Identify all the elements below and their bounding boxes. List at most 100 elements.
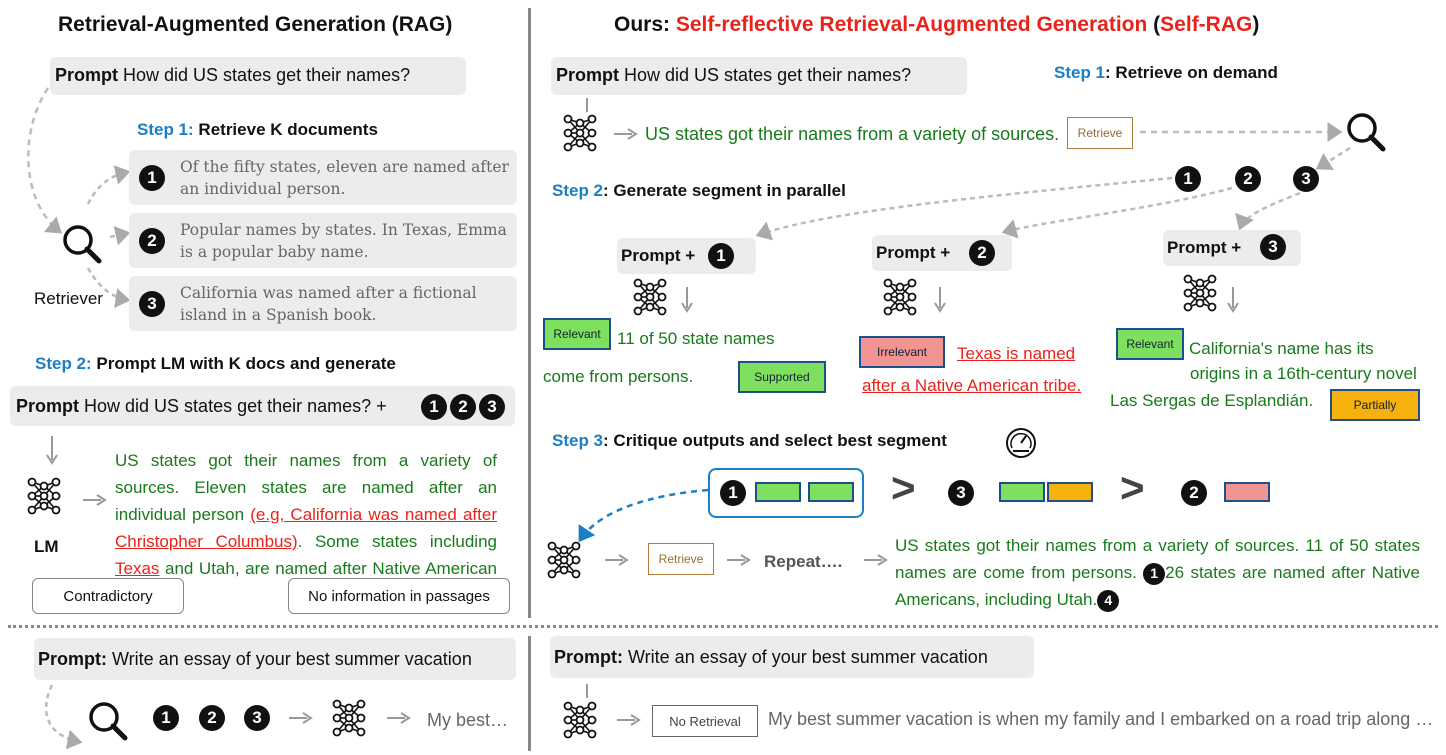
prompt-text: Write an essay of your best summer vacat… [112, 649, 472, 669]
search-icon [1349, 115, 1383, 149]
step2-label: Step 2: [35, 354, 92, 373]
prompt-box: Prompt How did US states get their names… [50, 57, 466, 95]
contradictory-callout: Contradictory [32, 578, 184, 614]
doc-number: 2 [139, 228, 165, 254]
step1-heading: Step 1: Retrieve K documents [137, 120, 378, 140]
retriever-label: Retriever [34, 289, 103, 308]
step1-label: Step 1: [137, 120, 194, 139]
doc-number: 2 [1235, 166, 1261, 192]
vertical-divider-bottom [528, 636, 531, 751]
doc-number: 1 [1143, 562, 1166, 585]
segment-text: Texas is named [957, 344, 1076, 363]
no-info-callout: No information in passages [288, 578, 510, 614]
prompt-text: How did US states get their names? [123, 65, 411, 85]
segment-text: after a Native American tribe. [862, 376, 1082, 395]
segment-text: Las Sergas de Esplandián. [1110, 391, 1314, 410]
contradictory-text: (e.g, California was named after Christo… [115, 505, 497, 551]
prompt-plus-box: Prompt + 3 [1163, 230, 1301, 266]
neural-network-icon [883, 278, 917, 316]
repeat-label: Repeat…. [764, 552, 843, 571]
doc-card: 3 California was named after a fictional… [129, 276, 517, 331]
search-icon [65, 227, 99, 261]
step1-text: : Retrieve on demand [1105, 63, 1278, 82]
supported-chip [808, 482, 854, 502]
final-text: US states got their names from a variety… [895, 536, 1420, 582]
doc-number: 1 [139, 165, 165, 191]
unsupported-text: Texas [115, 559, 160, 578]
doc-text: Of the fifty states, eleven are named af… [180, 158, 509, 198]
retrieve-token: Retrieve [1067, 117, 1133, 149]
relevant-token: Relevant [1116, 328, 1184, 360]
doc-number: 3 [479, 394, 505, 420]
output-text: US states got their names from a variety… [115, 451, 497, 524]
title-paren: ) [1252, 13, 1260, 36]
greater-than: > [891, 464, 916, 511]
selfrag-title: Ours: Self-reflective Retrieval-Augmente… [614, 13, 1259, 37]
prompt-plus-box: Prompt + 2 [872, 235, 1012, 271]
doc-number: 2 [450, 394, 476, 420]
best-segment-box: 1 [708, 468, 864, 518]
step1-heading: Step 1: Retrieve on demand [1054, 63, 1278, 83]
neural-network-icon [1183, 274, 1217, 312]
doc-text: California was named after a fictional i… [180, 284, 477, 324]
segment-text: come from persons. [543, 367, 694, 386]
vertical-divider [528, 8, 531, 618]
step2-heading: Step 2: Prompt LM with K docs and genera… [35, 354, 396, 374]
rag-title: Retrieval-Augmented Generation (RAG) [58, 13, 453, 36]
dashed-arrow [27, 87, 62, 234]
doc-card: 1 Of the fifty states, eleven are named … [129, 150, 517, 205]
lm-label: LM [34, 537, 59, 556]
title-paren: ( [1153, 13, 1161, 36]
final-output: US states got their names from a variety… [895, 532, 1420, 613]
retrieve-token: Retrieve [648, 543, 714, 575]
step3-text: : Critique outputs and select best segme… [603, 431, 947, 450]
prompt-label: Prompt [556, 65, 619, 85]
horizontal-divider [8, 625, 1438, 628]
step2-text: Prompt LM with K docs and generate [96, 354, 396, 373]
step2-heading: Step 2: Generate segment in parallel [552, 181, 846, 201]
title-main: Self-reflective Retrieval-Augmented Gene… [675, 13, 1148, 36]
doc-number: 2 [969, 240, 995, 266]
greater-than: > [1120, 464, 1145, 511]
doc-number: 3 [244, 705, 270, 731]
doc-number: 3 [139, 291, 165, 317]
relevant-token: Relevant [543, 318, 611, 350]
segment-text: 11 of 50 state names [617, 329, 775, 348]
first-output: US states got their names from a variety… [645, 124, 1060, 144]
doc-number: 3 [1293, 166, 1319, 192]
prompt-box: Prompt: Write an essay of your best summ… [34, 638, 516, 680]
relevant-chip [755, 482, 801, 502]
doc-number: 4 [1097, 589, 1120, 612]
prompt-text: How did US states get their names? + [84, 396, 387, 416]
step1-label: Step 1 [1054, 63, 1106, 82]
partially-token: Partially [1330, 389, 1420, 421]
prompt-box: Prompt How did US states get their names… [10, 386, 515, 426]
doc-number: 1 [708, 243, 734, 269]
neural-network-icon [332, 699, 366, 737]
doc-number: 3 [948, 480, 974, 506]
segment-text: origins in a 16th-century novel [1190, 364, 1417, 383]
no-retrieval-token: No Retrieval [652, 705, 758, 737]
doc-number: 2 [1181, 480, 1207, 506]
irrelevant-chip [1224, 482, 1270, 502]
step3-label: Step 3 [552, 431, 604, 450]
prompt-text: How did US states get their names? [624, 65, 912, 85]
doc-number: 1 [153, 705, 179, 731]
prompt-plus-box: Prompt + 1 [617, 238, 756, 274]
neural-network-icon [633, 278, 667, 316]
relevant-chip [999, 482, 1045, 502]
prompt-label: Prompt [55, 65, 118, 85]
search-icon [91, 704, 125, 738]
title-abbr: Self-RAG [1160, 13, 1253, 36]
bottom-output: My best summer vacation is when my famil… [768, 709, 1434, 729]
doc-number: 1 [421, 394, 447, 420]
rag-output: US states got their names from a variety… [115, 447, 497, 609]
bottom-output: My best… [427, 710, 509, 730]
prompt-label: Prompt: [554, 647, 623, 667]
prompt-text: Write an essay of your best summer vacat… [628, 647, 988, 667]
prompt-plus-label: Prompt + [876, 243, 951, 262]
doc-text: Popular names by states. In Texas, Emma … [180, 221, 507, 261]
step2-label: Step 2 [552, 181, 604, 200]
neural-network-icon [563, 701, 597, 739]
